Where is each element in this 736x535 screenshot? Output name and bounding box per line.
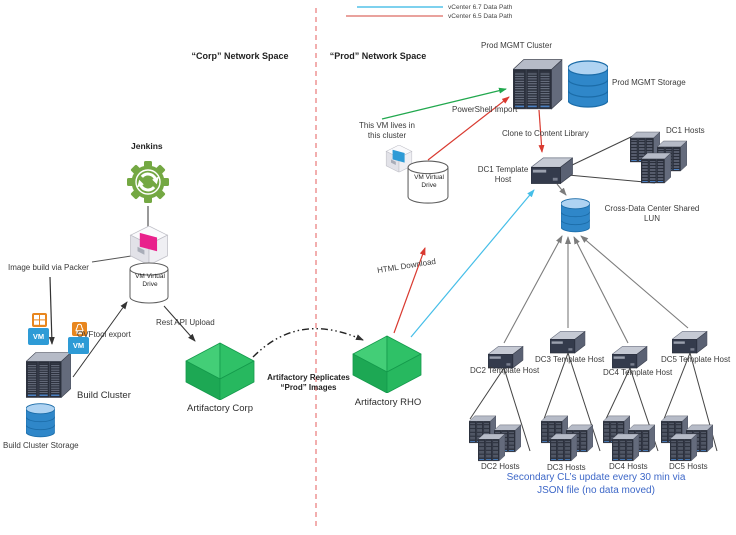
build-storage-label: Build Cluster Storage	[3, 441, 79, 450]
jenkins-label: Jenkins	[131, 141, 163, 151]
dc4-template-host-icon	[612, 345, 648, 369]
arrow-powershell-import	[381, 87, 507, 120]
jenkins-gear-icon	[126, 160, 170, 204]
artifactory-corp-box-icon	[185, 342, 255, 400]
dc2-hosts-link-a	[469, 367, 505, 420]
dc4-hosts-link-a	[605, 367, 631, 420]
vm-badge-label: VM	[72, 341, 85, 350]
dc5-hosts-label: DC5 Hosts	[669, 462, 708, 471]
build-cluster-label: Build Cluster	[77, 390, 131, 401]
dc5-hosts-link-a	[663, 352, 691, 420]
vm-lives-note: This VM lives in this cluster	[358, 121, 415, 140]
vm-badge-label: VM	[32, 332, 45, 341]
windows-badge-icon	[32, 313, 47, 327]
dc4-template-host-label: DC4 Template Host	[603, 368, 673, 377]
dc4-hosts-cluster-icon	[603, 415, 656, 462]
build-cluster-storage-icon	[26, 403, 55, 438]
prod-zone-title: “Prod” Network Space	[329, 51, 427, 61]
corp-vm-drive-label: VM Virtual Drive	[135, 273, 165, 288]
artifactory-rho-label: Artifactory RHO	[354, 397, 422, 408]
build-cluster-rack-icon	[26, 352, 71, 398]
dc4-hosts-label: DC4 Hosts	[609, 462, 648, 471]
corp-zone-title: “Corp” Network Space	[191, 51, 289, 61]
vm-badge: VM	[68, 337, 89, 354]
arrow-drive-to-mgmt	[427, 96, 510, 161]
vm-badge: VM	[28, 328, 49, 345]
arrow-rho-to-dc1-template	[410, 189, 535, 338]
arrow-html-download	[393, 247, 426, 334]
dc1-template-host-icon	[531, 157, 573, 184]
dc3-hosts-link-a	[543, 352, 569, 420]
dc1-hosts-link-a	[567, 135, 634, 168]
dc1-hosts-link-b	[567, 174, 656, 184]
prod-vm-drive-label: VM Virtual Drive	[414, 174, 444, 189]
dc3-template-host-icon	[550, 330, 586, 354]
arrow-ovftool-export	[72, 301, 128, 378]
dc5-template-host-icon	[672, 330, 708, 354]
dc3-template-host-label: DC3 Template Host	[535, 355, 605, 364]
arrow-dc1-template-to-lun	[556, 183, 567, 196]
shared-lun-label: Cross-Data Center Shared LUN	[604, 204, 700, 223]
dc5-template-host-label: DC5 Template Host	[661, 355, 731, 364]
linux-badge-icon	[72, 322, 87, 336]
powershell-import-label: PowerShell Import	[452, 105, 518, 114]
prod-mgmt-storage-icon	[568, 60, 608, 108]
dc1-hosts-label: DC1 Hosts	[666, 126, 705, 135]
artifactory-corp-label: Artifactory Corp	[187, 403, 253, 414]
artifactory-rho-box-icon	[352, 335, 422, 393]
dc2-template-host-label: DC2 Template Host	[470, 366, 540, 375]
dc5-hosts-cluster-icon	[661, 415, 714, 462]
image-build-label: Image build via Packer	[8, 263, 89, 272]
prod-mgmt-cluster-rack-icon	[513, 59, 563, 110]
prod-mgmt-storage-label: Prod MGMT Storage	[612, 78, 686, 87]
prod-mgmt-cluster-label: Prod MGMT Cluster	[481, 41, 552, 50]
secondary-cl-note: Secondary CL’s update every 30 min via J…	[506, 472, 686, 496]
arrow-clone-to-library	[538, 109, 545, 153]
cube-to-packer-line	[91, 255, 132, 263]
dc3-hosts-cluster-icon	[541, 415, 594, 462]
arrow-image-build	[48, 276, 55, 345]
dc2-template-host-icon	[488, 345, 524, 369]
rest-api-label: Rest API Upload	[156, 318, 215, 327]
dc3-hosts-link-b	[567, 352, 601, 452]
replication-label: Artifactory Replicates “Prod” Images	[267, 373, 350, 392]
legend-label-vcenter67: vCenter 6.7 Data Path	[448, 3, 513, 11]
dc2-hosts-cluster-icon	[469, 415, 522, 462]
dc1-template-host-label: DC1 Template Host	[477, 165, 529, 184]
ovftool-label: OVFtool export	[77, 330, 131, 339]
arrow-rest-api-upload	[163, 305, 196, 342]
arrow-dc4-template-to-lun	[573, 236, 629, 344]
arrow-dc5-template-to-lun	[580, 235, 689, 329]
dc2-hosts-link-b	[503, 367, 531, 452]
legend-label-vcenter65: vCenter 6.5 Data Path	[448, 12, 513, 20]
arrow-artifactory-replication	[252, 328, 364, 358]
arrow-dc2-template-to-lun	[503, 235, 563, 344]
corp-vm-cube-icon	[130, 226, 168, 266]
dc1-hosts-cluster-icon	[630, 131, 687, 184]
clone-to-library-label: Clone to Content Library	[502, 129, 589, 138]
dc2-hosts-label: DC2 Hosts	[481, 462, 520, 471]
dc3-hosts-label: DC3 Hosts	[547, 463, 586, 472]
shared-lun-icon	[561, 198, 590, 233]
